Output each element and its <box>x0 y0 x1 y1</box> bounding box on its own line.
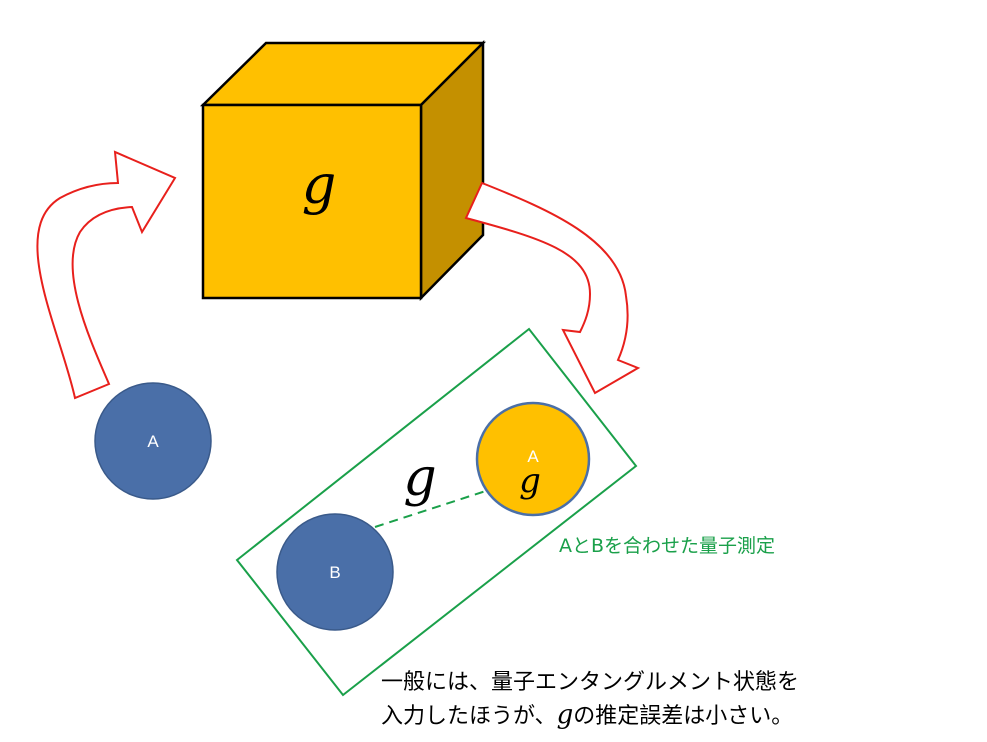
output-arrow <box>464 181 641 395</box>
particle-b-label: B <box>329 563 340 582</box>
black-box-cube: g <box>199 39 487 302</box>
cube-front-face <box>201 103 423 300</box>
caption-line-2: 入力したほうが、gの推定誤差は小さい。 <box>381 700 793 730</box>
caption-line-2-before: 入力したほうが、 <box>381 704 557 729</box>
particle-a-input: A <box>94 382 212 500</box>
caption-line-1: 一般には、量子エンタングルメント状態を <box>381 670 799 695</box>
joint-measurement-frame <box>235 327 638 697</box>
joint-measurement-label: AとBを合わせた量子測定 <box>559 535 775 557</box>
caption-line-2-g-symbol: g <box>557 700 574 730</box>
particle-a-input-label: A <box>147 432 159 451</box>
cube-g-symbol: g <box>302 153 337 216</box>
entanglement-g-symbol: g <box>403 448 436 508</box>
particle-a-input-circle <box>94 382 212 500</box>
input-arrow <box>36 150 177 400</box>
particle-b: B <box>276 513 394 631</box>
particle-b-circle <box>276 513 394 631</box>
particle-a-output-label: A <box>527 447 539 466</box>
entanglement-line <box>374 486 499 528</box>
particle-a-output-g-symbol: g <box>519 461 541 501</box>
particle-a-output: A g <box>475 401 591 517</box>
particle-a-output-circle <box>475 401 591 517</box>
caption-line-2-after: の推定誤差は小さい。 <box>573 704 793 729</box>
